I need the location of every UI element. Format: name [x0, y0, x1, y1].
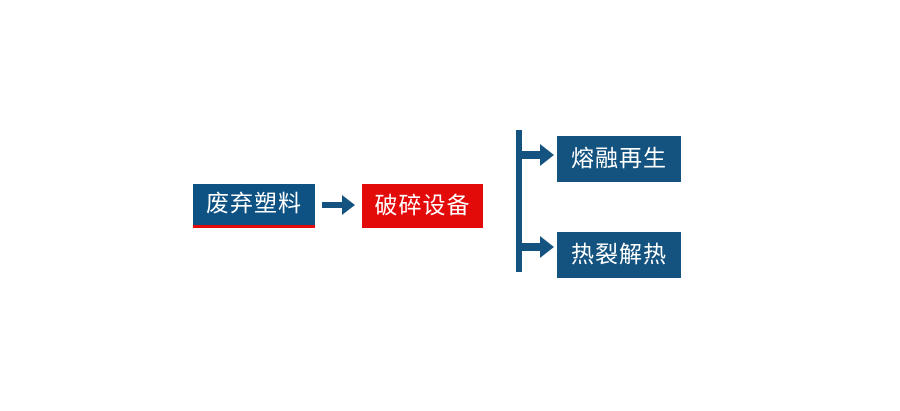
node-outcome-melt-regeneration[interactable]: 熔融再生 — [557, 136, 681, 182]
node-process-crusher[interactable]: 破碎设备 — [362, 184, 483, 228]
node-outcome-top-label: 熔融再生 — [571, 145, 667, 172]
node-process-label: 破碎设备 — [374, 192, 471, 219]
node-source-label: 废弃塑料 — [206, 191, 302, 217]
branch-split-arrows-icon — [510, 126, 558, 276]
node-outcome-bottom-label: 热裂解热 — [571, 241, 667, 268]
node-source-waste-plastic[interactable]: 废弃塑料 — [193, 184, 315, 228]
arrow-right-icon — [322, 192, 356, 218]
node-outcome-pyrolysis-heat[interactable]: 热裂解热 — [557, 232, 681, 278]
